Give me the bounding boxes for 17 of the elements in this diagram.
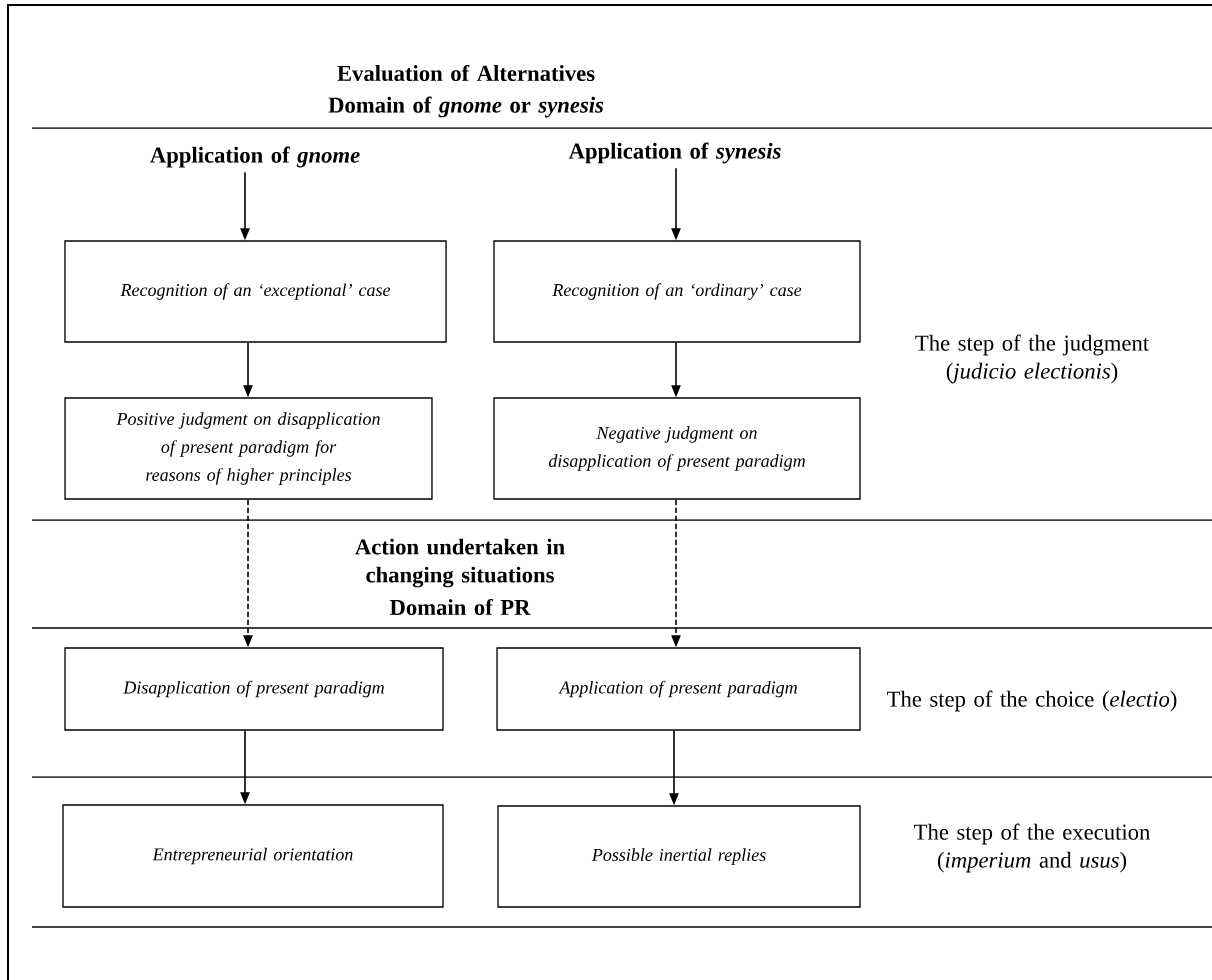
heading-text: Evaluation of Alternatives <box>337 64 595 82</box>
process-box: Negative judgment on disapplication of present paradigm <box>493 397 861 500</box>
process-box: Recognition of an ‘exceptional’ case <box>64 240 447 343</box>
heading-text: Action undertaken in changing situations <box>355 538 565 588</box>
step-label: The step of the judgment (judicio electionis) <box>915 334 1149 384</box>
process-box: Application of present paradigm <box>496 647 861 731</box>
process-box: Entrepreneurial orientation <box>62 804 444 908</box>
heading-text: Domain of PR <box>389 598 531 616</box>
process-box: Positive judgment on disapplication of present paradigm for reasons of higher principles <box>64 397 433 500</box>
heading-text: Application of synesis <box>568 142 781 164</box>
process-box: Disapplication of present paradigm <box>64 647 444 731</box>
process-box: Recognition of an ‘ordinary’ case <box>493 240 861 343</box>
process-box: Possible inertial replies <box>497 805 861 908</box>
heading-text: Domain of gnome or synesis <box>328 96 604 118</box>
heading-text: Application of gnome <box>150 146 360 168</box>
step-label: The step of the choice (electio) <box>887 690 1177 712</box>
step-label: The step of the execution (imperium and usus) <box>914 823 1151 873</box>
